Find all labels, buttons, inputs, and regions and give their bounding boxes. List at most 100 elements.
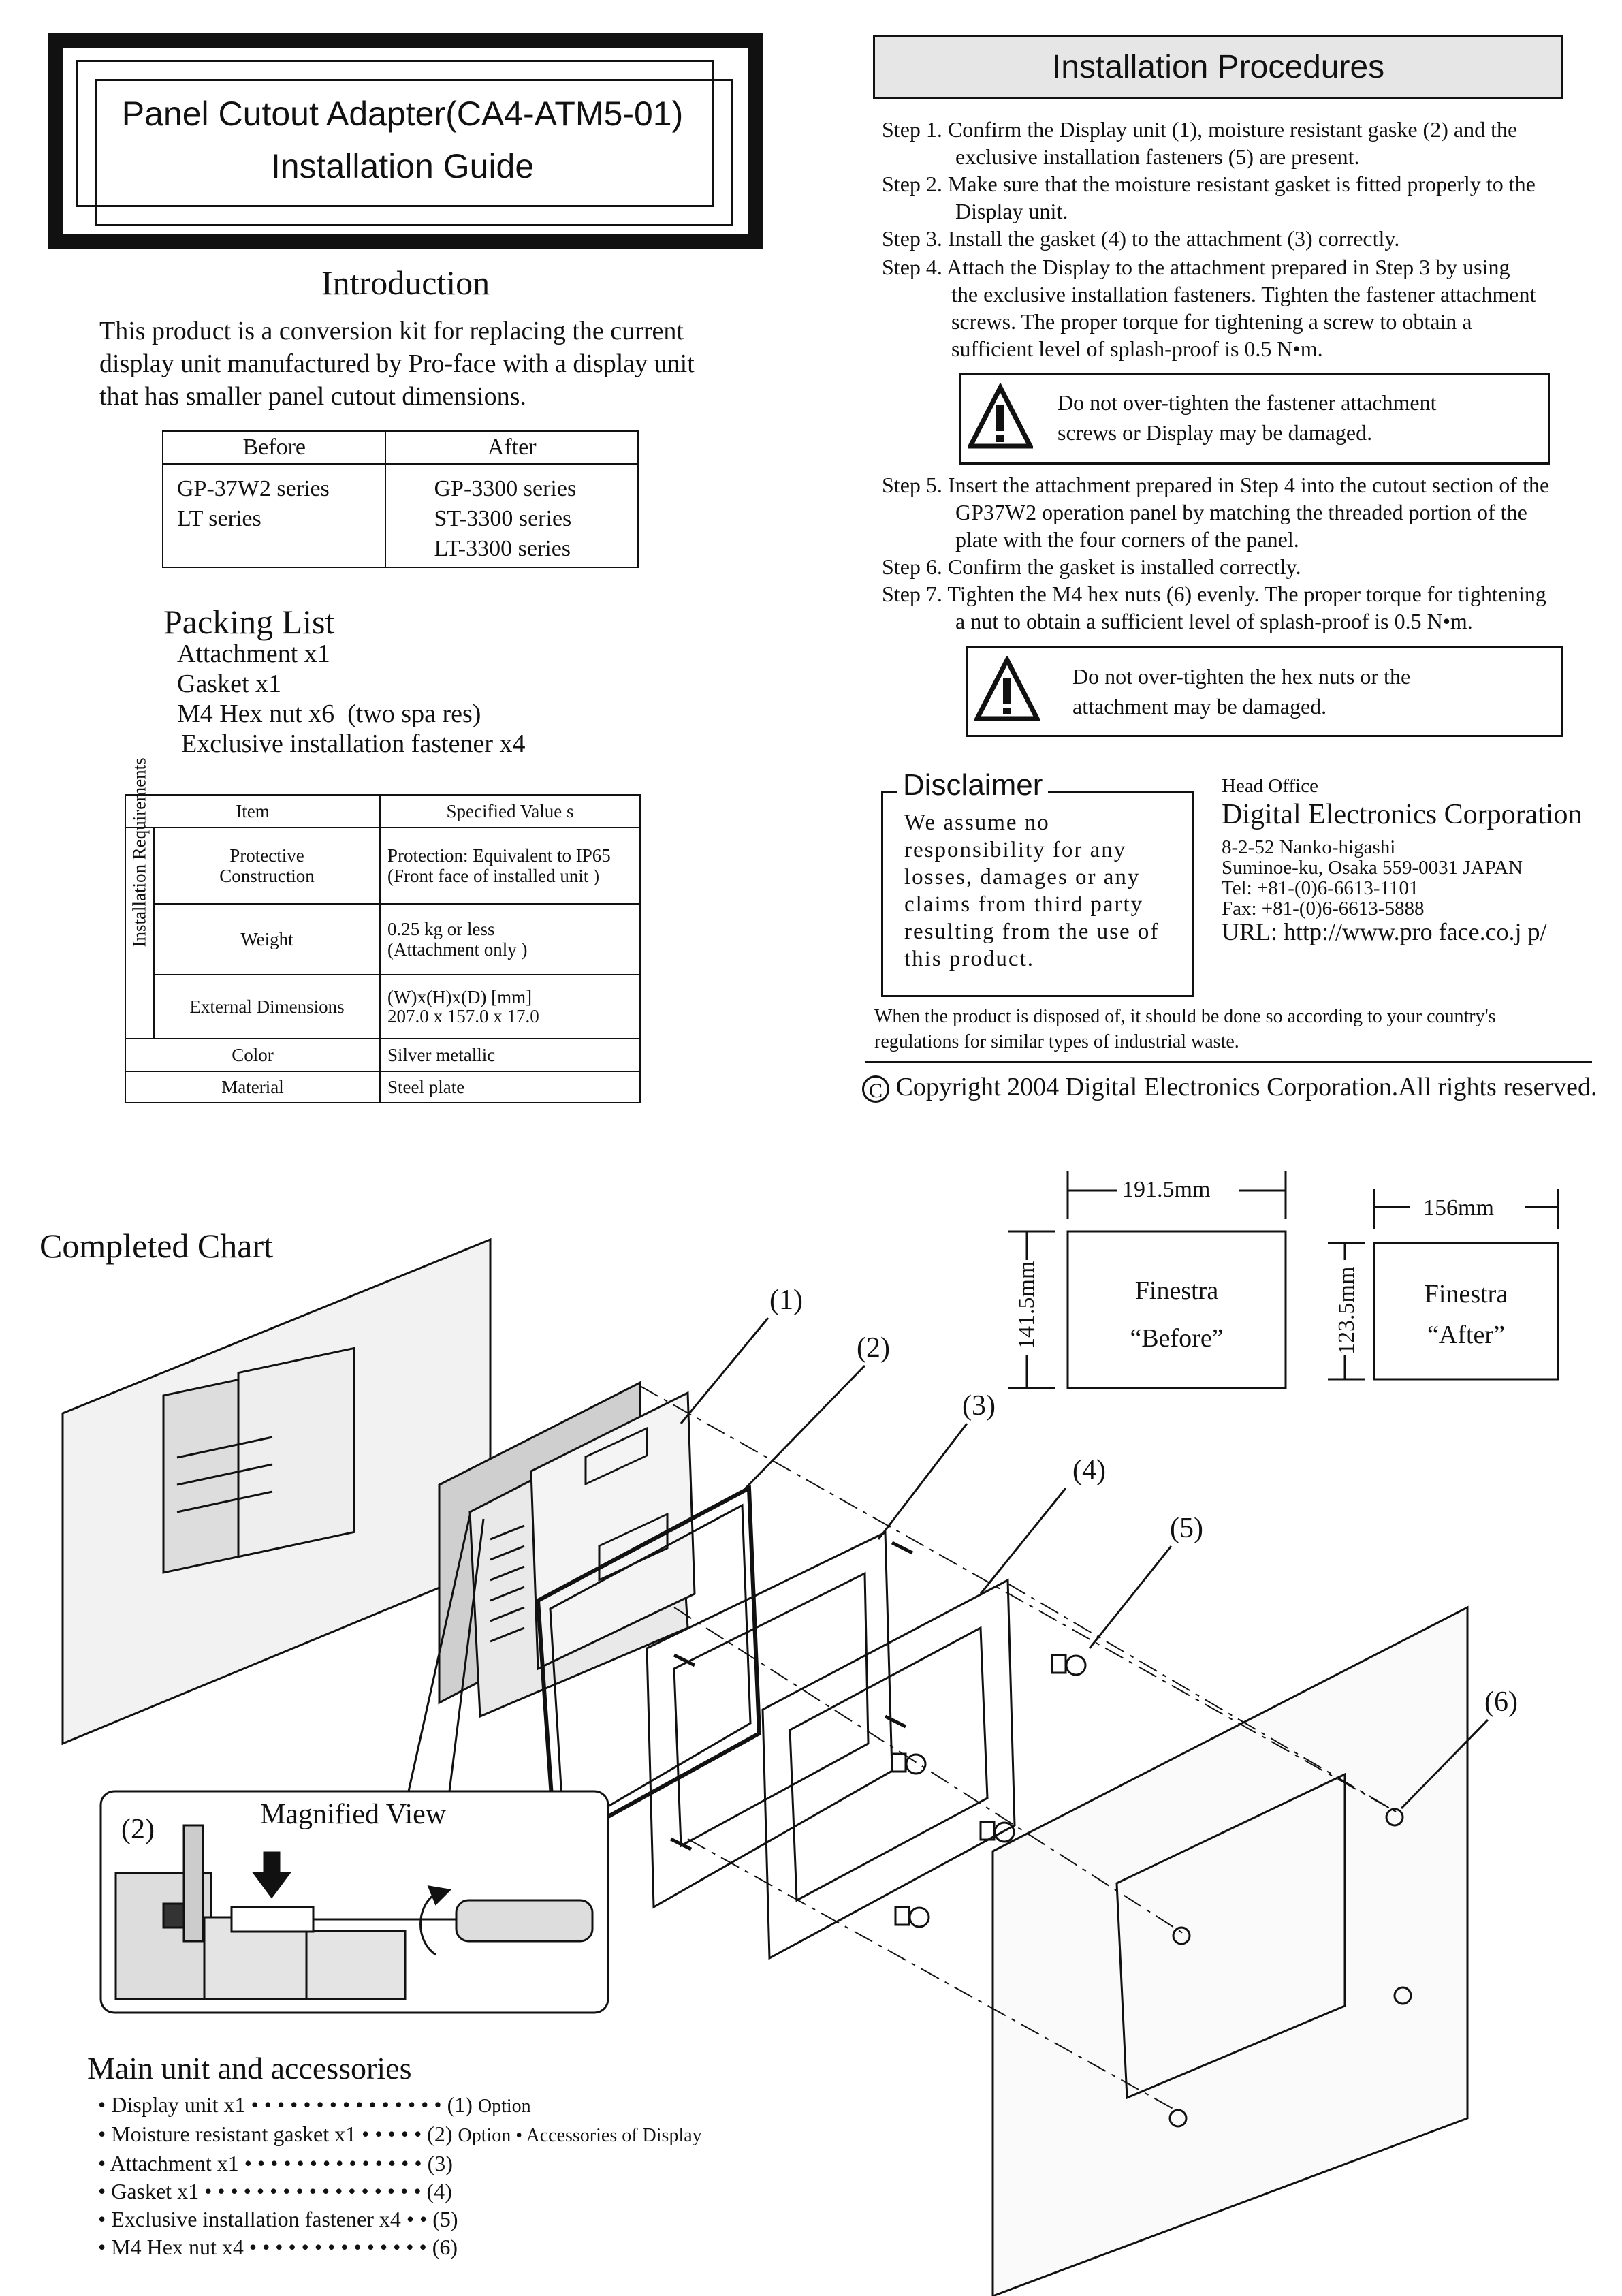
callout-label: (2)	[121, 1814, 155, 1845]
spec-value: (W)x(H)x(D) [mm] 207.0 x 157.0 x 17.0	[379, 974, 641, 1039]
head-office: Head Office Digital Electronics Corporat…	[1222, 775, 1583, 945]
spec-value: Protection: Equivalent to IP65 (Front fa…	[379, 827, 641, 905]
list-item: Attachment x1	[177, 640, 330, 668]
moisture-gasket	[535, 1485, 762, 1849]
cutout-after-text: Finestra “After”	[1424, 1280, 1508, 1349]
before-cell: GP-37W2 series LT series	[161, 463, 387, 568]
accessories-heading: Main unit and accessories	[87, 2051, 412, 2086]
phone-number: Tel: +81-(0)6-6613-1101	[1222, 877, 1419, 899]
intro-line: display unit manufactured by Pro-face wi…	[99, 349, 695, 378]
list-item: • Attachment x1 • • • • • • • • • • • • …	[98, 2151, 453, 2175]
dimension-label: 156mm	[1423, 1195, 1494, 1221]
mounted-unit	[162, 1347, 355, 1574]
company-name: Digital Electronics Corporation	[1222, 799, 1583, 830]
title-inner	[63, 48, 748, 234]
website-url: URL: http://www.pro face.co.j p/	[1222, 918, 1547, 945]
intro-line: that has smaller panel cutout dimensions…	[99, 382, 526, 411]
list-item: M4 Hex nut x6 (two spa res)	[177, 699, 481, 728]
attachment-plate	[761, 1578, 1016, 1960]
table-header: Specified Value s	[379, 794, 641, 828]
divider	[865, 1061, 1592, 1063]
list-item: • Exclusive installation fastener x4 • •…	[98, 2207, 458, 2231]
hex-nut-icon	[1168, 1808, 1412, 2128]
spec-value: 0.25 kg or less (Attachment only )	[379, 903, 641, 975]
table-header: After	[385, 430, 639, 465]
packing-heading: Packing List	[163, 603, 335, 641]
copyright: C Copyright 2004 Digital Electronics Cor…	[862, 1072, 1597, 1103]
address-line: Suminoe-ku, Osaka 559-0031 JAPAN	[1222, 857, 1523, 879]
cutout-before	[1066, 1230, 1287, 1389]
title-rect	[95, 79, 733, 226]
procedures-heading: Installation Procedures	[873, 35, 1563, 99]
disclaimer-title: Disclaimer	[897, 768, 1049, 802]
spares-note: (two spa res)	[347, 699, 481, 728]
disposal-note: When the product is disposed of, it shou…	[874, 1006, 1496, 1052]
spec-item: Protective Construction	[153, 827, 381, 905]
group-cell: Installation Requirements	[125, 757, 155, 1039]
step-7: Step 7. Tighten the M4 hex nuts (6) even…	[882, 582, 1546, 633]
list-item: Gasket x1	[177, 670, 282, 698]
operation-panel	[991, 1605, 1469, 2296]
model-series: LT series	[177, 506, 261, 531]
intro-text: This product is a conversion kit for rep…	[99, 315, 780, 413]
accessories-list: • Display unit x1 • • • • • • • • • • • …	[98, 2091, 806, 2261]
head-office-label: Head Office	[1222, 775, 1318, 797]
callout-label: (1)	[769, 1285, 803, 1316]
model-series: ST-3300 series	[434, 506, 572, 531]
table-header: Item	[125, 794, 381, 828]
disclaimer-text: We assume no responsibility for any loss…	[904, 811, 1160, 971]
alignment-lines	[639, 1385, 1397, 2112]
intro-line: This product is a conversion kit for rep…	[99, 317, 684, 345]
table-header: Before	[161, 430, 387, 465]
step-4: Step 4. Attach the Display to the attach…	[882, 255, 1536, 361]
address-line: 8-2-52 Nanko-higashi	[1222, 836, 1396, 858]
display-unit	[438, 1381, 696, 1718]
model-series: LT-3300 series	[434, 536, 571, 561]
panel-cutout	[1115, 1772, 1346, 2100]
step-5: Step 5. Insert the attachment prepared i…	[882, 473, 1550, 552]
specification-table: Item Specified Value s Installation Requ…	[125, 757, 641, 1103]
list-item: • Moisture resistant gasket x1 • • • • •…	[98, 2122, 702, 2146]
completed-chart-heading: Completed Chart	[39, 1227, 273, 1265]
model-series: GP-3300 series	[434, 476, 577, 501]
spec-item: External Dimensions	[153, 974, 381, 1039]
fax-number: Fax: +81-(0)6-6613-5888	[1222, 898, 1425, 919]
intro-heading: Introduction	[321, 264, 490, 302]
list-item: Exclusive installation fastener x4	[181, 729, 526, 758]
spec-value: Silver metallic	[379, 1038, 641, 1072]
list-item: • Gasket x1 • • • • • • • • • • • • • • …	[98, 2179, 452, 2203]
list-item: • Display unit x1 • • • • • • • • • • • …	[98, 2092, 531, 2117]
cutout-after	[1373, 1242, 1559, 1381]
document-title: Panel Cutout Adapter(CA4-ATM5-01)	[121, 95, 684, 133]
spec-item: Material	[125, 1071, 381, 1103]
model-series: GP-37W2 series	[177, 476, 330, 501]
magnified-view-label: Magnified View	[260, 1799, 447, 1830]
step-6: Step 6. Confirm the gasket is installed …	[882, 554, 1301, 579]
callout-label: (6)	[1484, 1686, 1518, 1718]
spec-value: Steel plate	[379, 1071, 641, 1103]
document-subtitle: Installation Guide	[270, 147, 535, 185]
callout-label: (3)	[962, 1390, 996, 1421]
callout-label: (5)	[1170, 1513, 1203, 1544]
moisture-gasket-inner	[549, 1503, 752, 1834]
exploded-diagram	[61, 1171, 1559, 2296]
after-cell: GP-3300 series ST-3300 series LT-3300 se…	[385, 463, 639, 568]
copyright-icon: C	[862, 1075, 889, 1103]
group-label: Installation Requirements	[129, 757, 150, 947]
caution-box: Do not over-tighten the hex nuts or the …	[966, 646, 1563, 737]
packing-list: Attachment x1 Gasket x1 M4 Hex nut x6 (t…	[177, 639, 525, 759]
title-rect	[76, 60, 714, 207]
dimension-label: 123.5mm	[1334, 1266, 1359, 1355]
spec-item: Color	[125, 1038, 381, 1072]
step-2: Step 2. Make sure that the moisture resi…	[882, 172, 1536, 223]
fastener-icon	[891, 1654, 1087, 1928]
dimension-label: 141.5mm	[1014, 1261, 1039, 1349]
cutout-before-text: Finestra “Before”	[1130, 1276, 1224, 1353]
list-item: • M4 Hex nut x4 • • • • • • • • • • • • …	[98, 2235, 458, 2259]
callout-label: (2)	[857, 1332, 890, 1364]
step-1: Step 1. Confirm the Display unit (1), mo…	[882, 117, 1518, 169]
caution-box: Do not over-tighten the fastener attachm…	[959, 373, 1550, 465]
warning-icon	[968, 383, 1033, 449]
spec-item: Weight	[153, 903, 381, 975]
step-3: Step 3. Install the gasket (4) to the at…	[882, 226, 1400, 251]
